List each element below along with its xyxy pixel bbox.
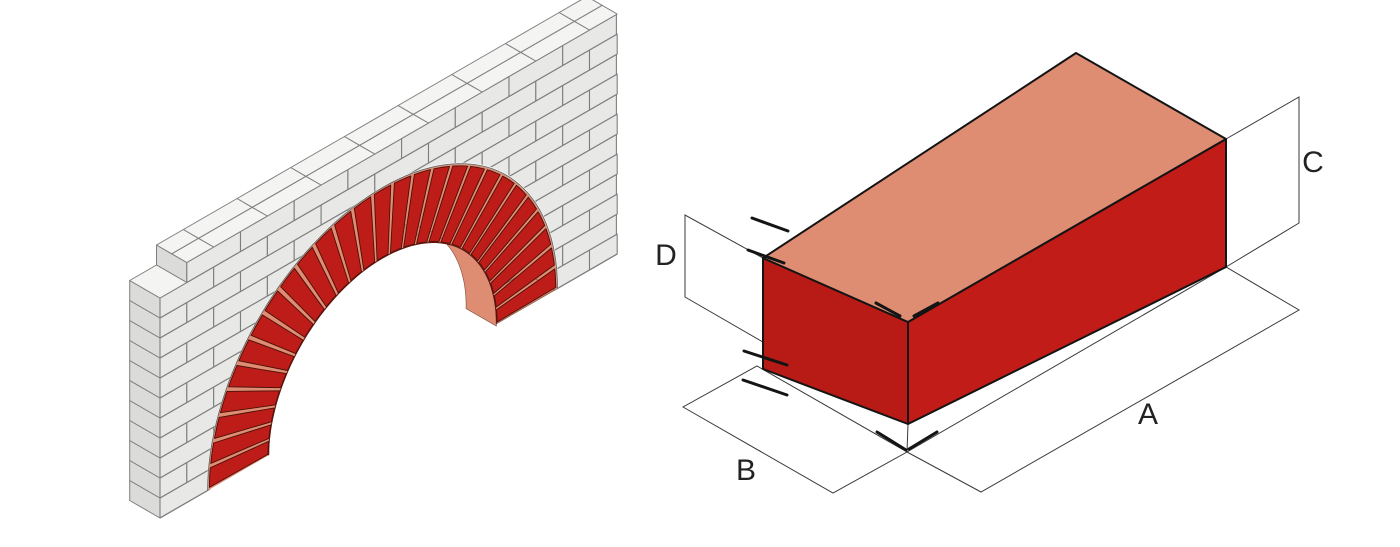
dimension-label-C: C	[1302, 146, 1324, 179]
brick-arch-illustration	[129, 0, 618, 547]
extension-line	[906, 423, 909, 453]
dimension-lines	[681, 96, 1300, 494]
dimension-label-B: B	[736, 454, 756, 487]
dimension-plane-D	[684, 214, 769, 346]
brick-dimensions-illustration: A B C D	[655, 52, 1324, 494]
brick-top-face	[762, 52, 1227, 323]
dimension-label-A: A	[1138, 398, 1158, 431]
dimension-plane-A	[905, 266, 1300, 493]
dimension-label-D: D	[655, 239, 677, 272]
brick-faces	[762, 52, 1227, 425]
dimension-ticks	[741, 216, 940, 452]
dimension-plane-C	[1225, 96, 1300, 268]
